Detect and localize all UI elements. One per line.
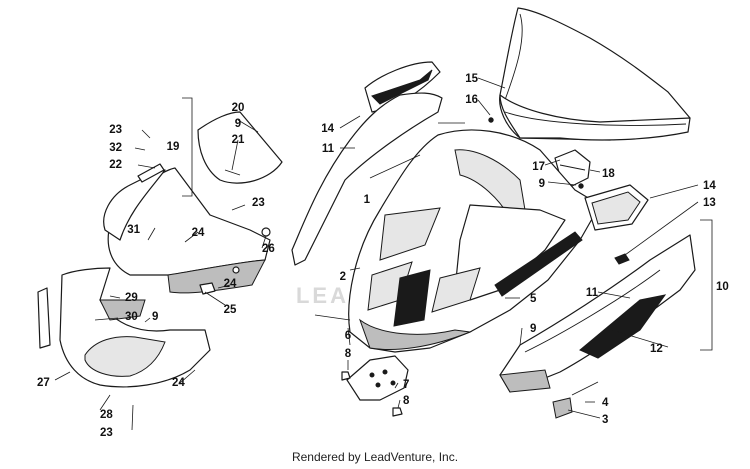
belly-pan xyxy=(37,267,211,388)
windshield-screw xyxy=(488,117,494,123)
nose-bumper xyxy=(103,167,271,294)
callout-6: 6 xyxy=(345,330,351,342)
callout-32: 32 xyxy=(109,142,122,154)
clip-strip xyxy=(137,163,165,183)
callout-20: 20 xyxy=(232,102,245,114)
callout-14-right: 14 xyxy=(703,180,716,192)
callout-25: 25 xyxy=(224,304,237,316)
callout-24-mid: 24 xyxy=(224,278,237,290)
callout-3: 3 xyxy=(602,414,608,426)
callout-27: 27 xyxy=(37,377,50,389)
callout-29: 29 xyxy=(125,292,138,304)
nose-upper xyxy=(197,111,283,184)
callout-2: 2 xyxy=(340,271,346,283)
bracket-10 xyxy=(700,219,713,351)
hood-nut-lower xyxy=(392,407,403,417)
side-panel-left xyxy=(291,61,443,266)
side-panel-right xyxy=(499,234,696,393)
callout-24-lower: 24 xyxy=(172,377,185,389)
grommet xyxy=(232,266,240,274)
callout-19: 19 xyxy=(167,141,180,153)
windshield xyxy=(499,7,691,141)
hood-bracket xyxy=(346,355,409,401)
callout-24-upper: 24 xyxy=(192,227,205,239)
callout-23-bottom: 23 xyxy=(100,427,113,439)
callout-5: 5 xyxy=(530,293,537,305)
callout-8-upper: 8 xyxy=(345,348,352,360)
callout-30: 30 xyxy=(125,311,138,323)
callout-1: 1 xyxy=(364,194,371,206)
callout-4: 4 xyxy=(602,397,609,409)
callout-11-right: 11 xyxy=(586,287,599,299)
hood xyxy=(348,129,601,353)
callout-16: 16 xyxy=(465,94,478,106)
callout-9-top: 9 xyxy=(539,178,545,190)
hood-nut xyxy=(341,371,351,381)
callout-23-mid: 23 xyxy=(252,197,265,209)
callout-9-right: 9 xyxy=(530,323,536,335)
callout-18: 18 xyxy=(602,168,615,180)
washer xyxy=(199,282,216,295)
callout-10: 10 xyxy=(716,281,729,293)
callout-15: 15 xyxy=(465,73,478,85)
callout-9-lower: 9 xyxy=(152,311,158,323)
callout-31: 31 xyxy=(127,224,140,236)
vent-right xyxy=(584,184,649,265)
callout-23-top: 23 xyxy=(109,124,122,136)
washer-26 xyxy=(261,227,271,237)
leader-6 xyxy=(314,314,351,321)
footer-credit: Rendered by LeadVenture, Inc. xyxy=(291,450,459,464)
callout-28: 28 xyxy=(100,409,113,421)
callout-26: 26 xyxy=(262,243,275,255)
callout-21: 21 xyxy=(232,134,245,146)
callout-22: 22 xyxy=(109,159,122,171)
callouts: 15 16 17 9 18 14 13 10 11 12 5 9 4 3 7 8… xyxy=(37,73,729,439)
callout-8-lower: 8 xyxy=(403,395,410,407)
callout-7: 7 xyxy=(403,379,409,391)
bracket-19 xyxy=(182,97,193,197)
callout-14-left: 14 xyxy=(321,123,334,135)
callout-13: 13 xyxy=(703,197,716,209)
callout-9-upper: 9 xyxy=(235,118,241,130)
callout-17: 17 xyxy=(532,161,545,173)
clip-bolt xyxy=(552,381,599,419)
callout-11-left: 11 xyxy=(322,143,335,155)
leader-2 xyxy=(349,267,361,271)
callout-12: 12 xyxy=(650,343,663,355)
